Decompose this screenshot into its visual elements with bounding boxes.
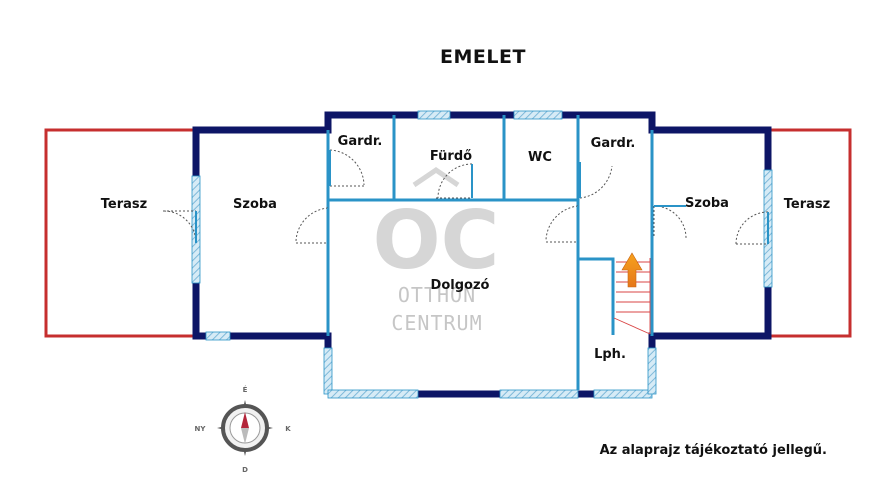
watermark: OC OTTHON CENTRUM bbox=[373, 166, 500, 335]
disclaimer-note: Az alaprajz tájékoztató jellegű. bbox=[600, 443, 827, 458]
room-label-terasz-left: Terasz bbox=[101, 197, 147, 212]
watermark-logo: OC bbox=[373, 194, 500, 287]
room-label-furdo: Fürdő bbox=[430, 149, 472, 164]
door-swings bbox=[163, 149, 769, 245]
staircase bbox=[613, 258, 651, 335]
room-label-szoba-left: Szoba bbox=[233, 197, 277, 212]
compass-icon: É D K NY bbox=[195, 385, 292, 474]
room-label-gardr-left: Gardr. bbox=[338, 134, 383, 149]
stair-direction-arrow-icon bbox=[621, 252, 643, 288]
room-label-gardr-right: Gardr. bbox=[591, 136, 636, 151]
compass-east-label: K bbox=[285, 425, 291, 433]
compass-north-label: É bbox=[243, 385, 248, 394]
terrace-left bbox=[44, 128, 196, 338]
compass-west-label: NY bbox=[195, 425, 207, 433]
door-leaves bbox=[195, 150, 769, 244]
terrace-right bbox=[768, 128, 852, 338]
watermark-line1: OTTHON bbox=[398, 283, 476, 307]
room-label-terasz-right: Terasz bbox=[784, 197, 830, 212]
room-label-dolgozo: Dolgozó bbox=[431, 278, 490, 293]
page-title: EMELET bbox=[440, 46, 526, 68]
room-label-lph: Lph. bbox=[594, 347, 626, 362]
watermark-roof-icon bbox=[412, 166, 460, 188]
outer-walls bbox=[192, 111, 772, 398]
inner-walls bbox=[326, 115, 654, 390]
compass-south-label: D bbox=[242, 466, 248, 474]
watermark-line2: CENTRUM bbox=[391, 311, 482, 335]
room-label-szoba-right: Szoba bbox=[685, 196, 729, 211]
room-label-wc: WC bbox=[528, 150, 552, 165]
